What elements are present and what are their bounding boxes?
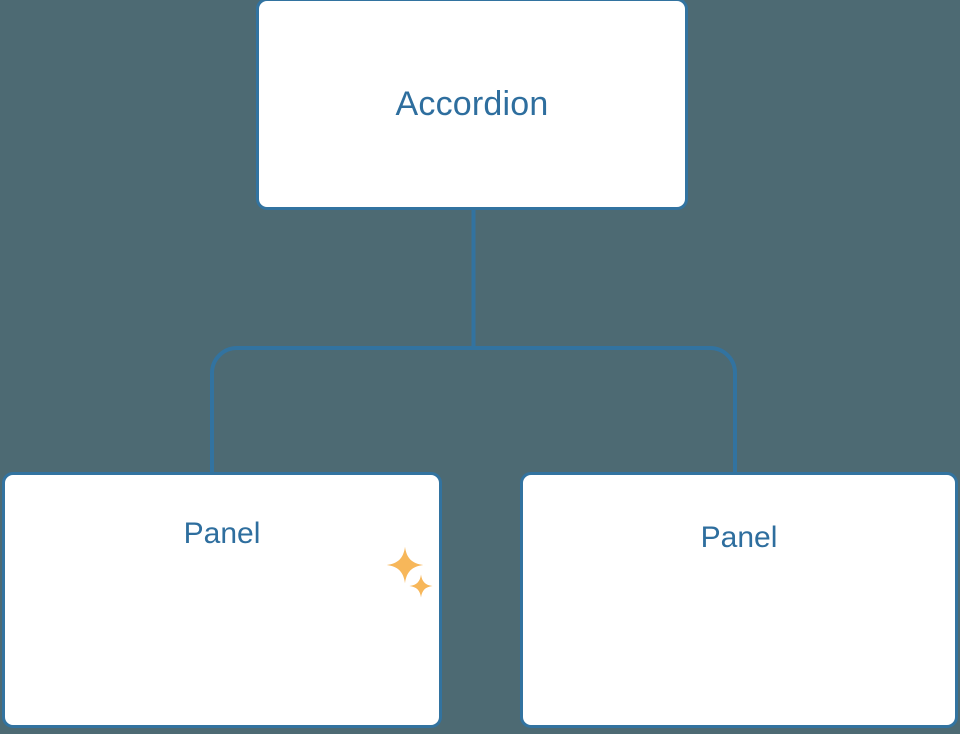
- node-panel-left-label: Panel: [183, 517, 261, 550]
- node-accordion-label: Accordion: [395, 85, 549, 123]
- node-panel-left[interactable]: Panel: [2, 472, 442, 728]
- node-panel-right-label: Panel: [700, 521, 778, 554]
- node-panel-right[interactable]: Panel: [520, 472, 958, 728]
- node-accordion[interactable]: Accordion: [256, 0, 688, 210]
- connector-to-right-panel: [473, 346, 737, 474]
- connector-to-left-panel: [210, 346, 474, 474]
